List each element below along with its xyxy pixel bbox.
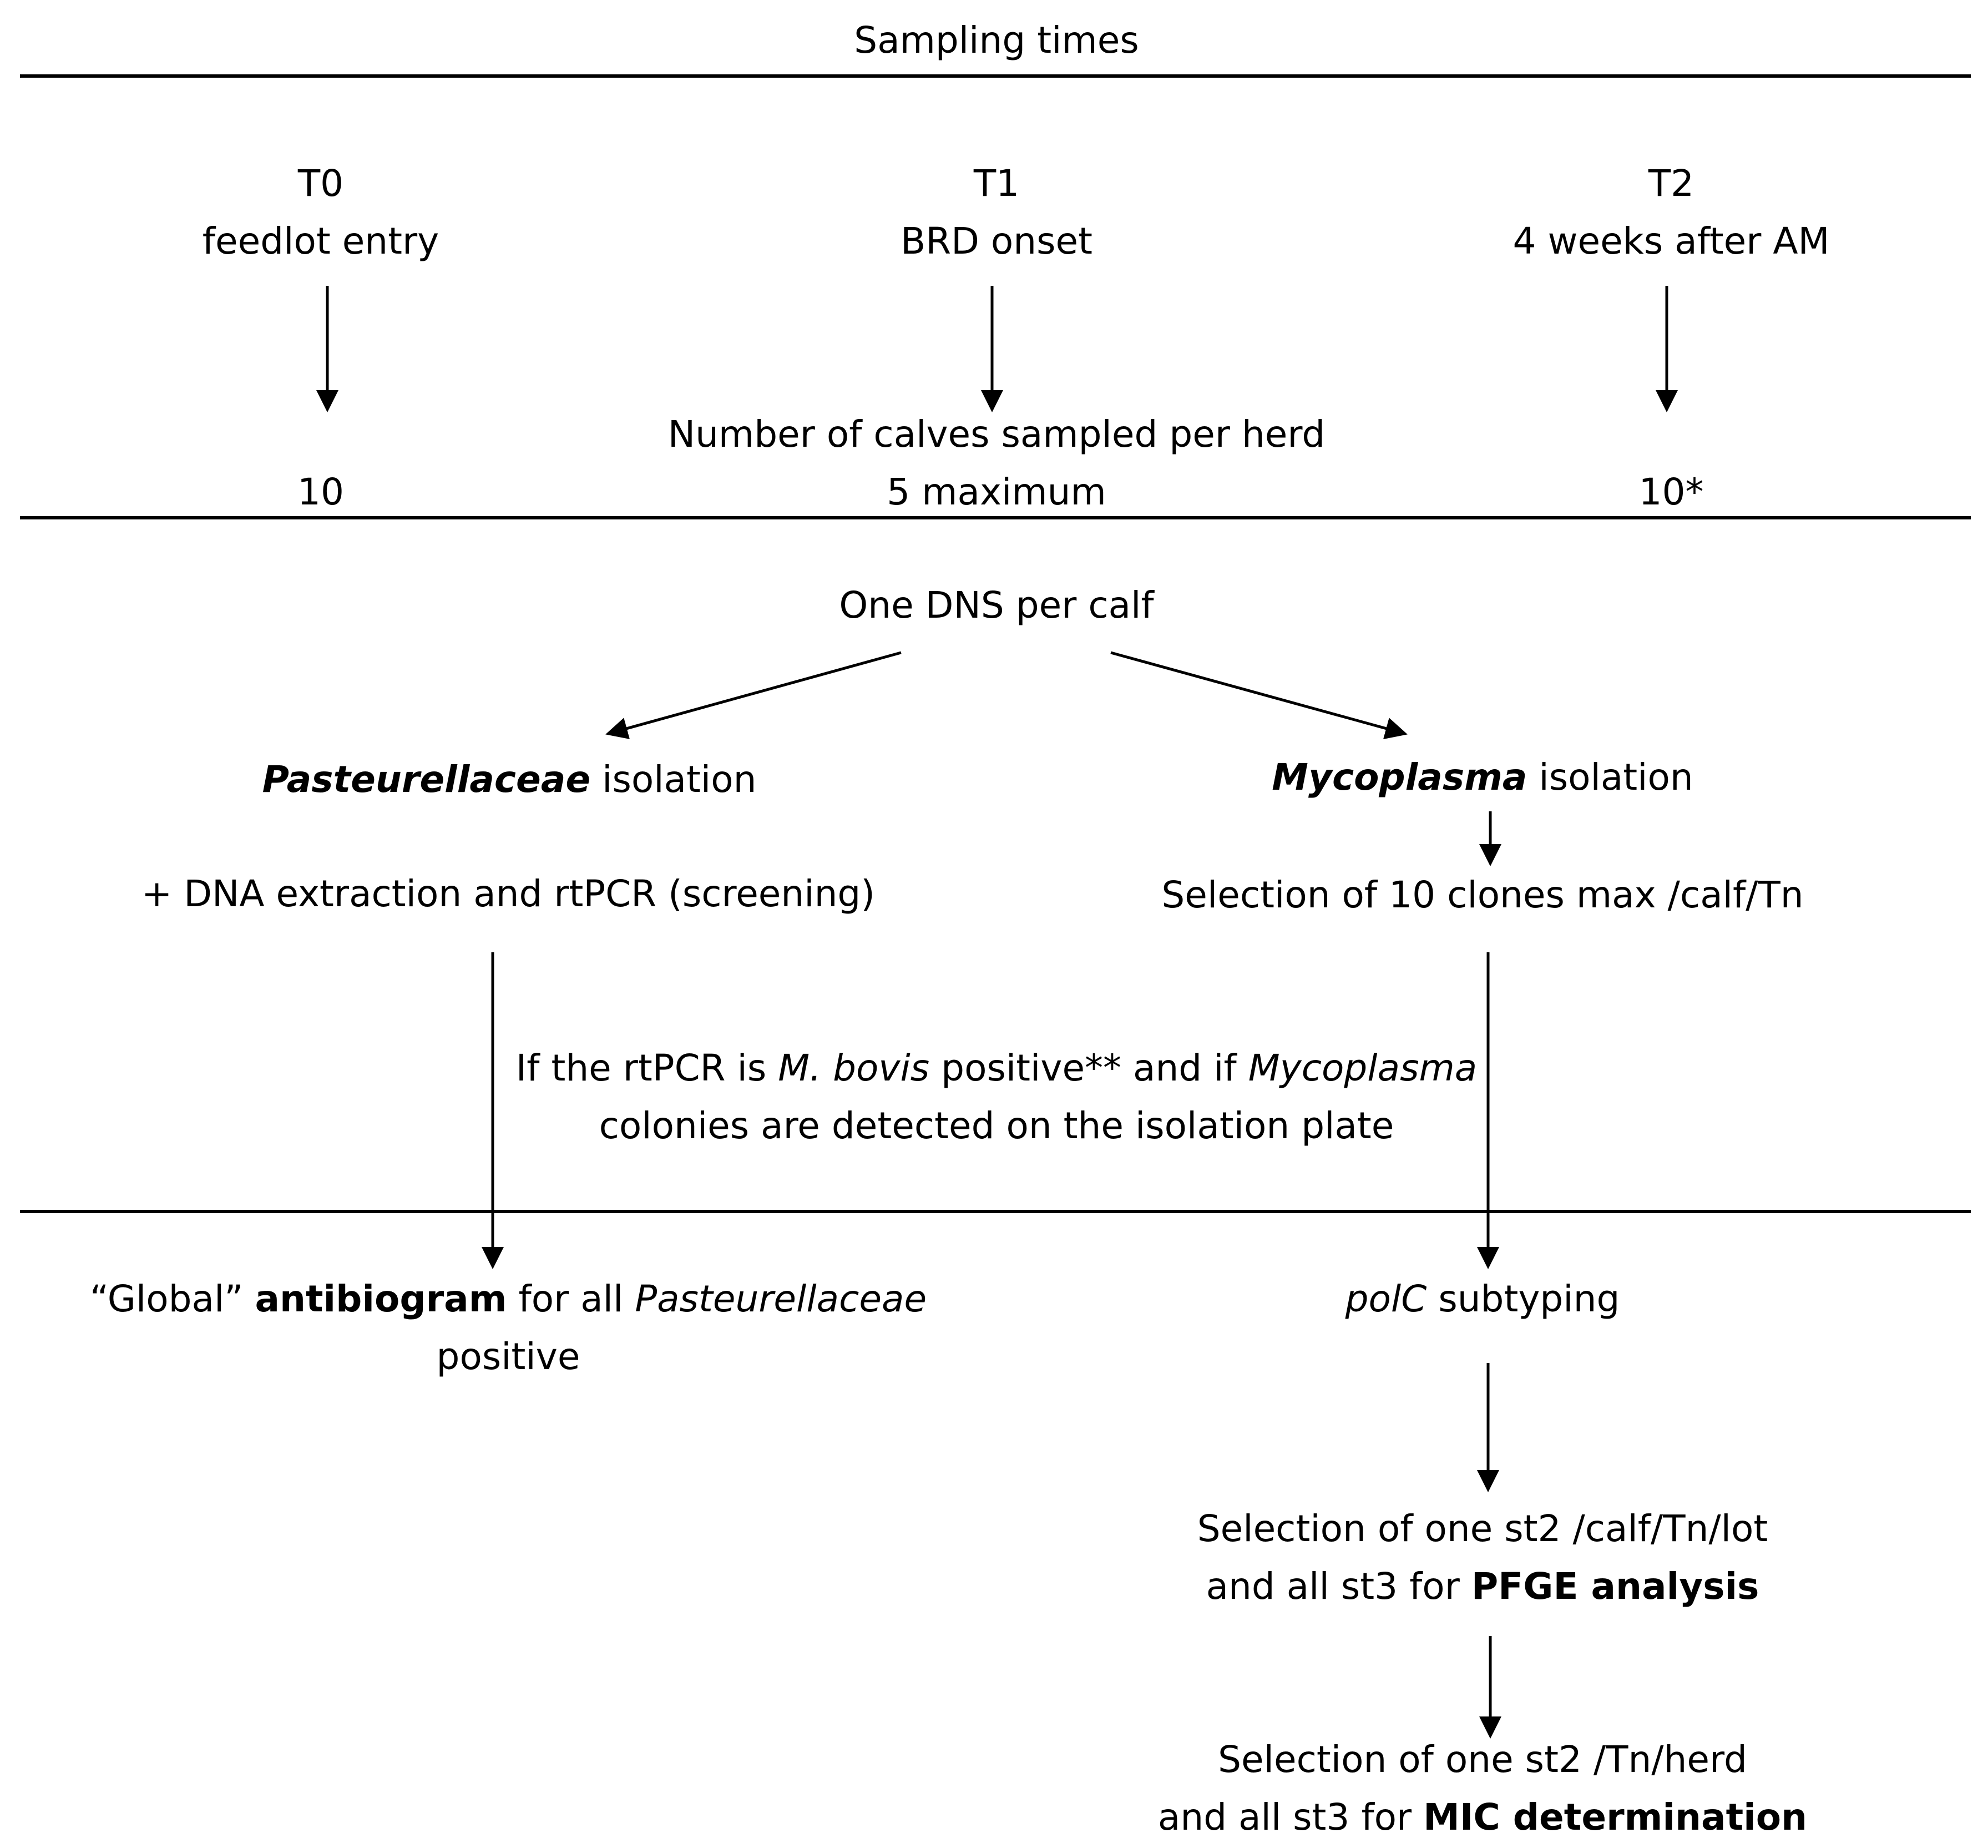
- m-bovis-taxon: M. bovis: [778, 1047, 930, 1089]
- time-code-t1: T1: [973, 162, 1020, 205]
- pfge-bold: PFGE analysis: [1471, 1565, 1759, 1608]
- pfge-line-2: and all st3 for PFGE analysis: [1206, 1568, 1759, 1605]
- antibiogram-bold: antibiogram: [255, 1278, 507, 1320]
- time-label-t0: feedlot entry: [202, 220, 439, 262]
- mic-line-1: Selection of one st2 /Tn/herd: [1218, 1738, 1747, 1781]
- mycoplasma-taxon: Mycoplasma: [1272, 756, 1527, 799]
- time-label-t2: 4 weeks after AM: [1513, 220, 1830, 262]
- condition-text-b: positive** and if: [941, 1047, 1237, 1089]
- mic-pre: and all st3 for: [1157, 1796, 1412, 1839]
- arrow-to-mycoplasma: [1110, 651, 1408, 739]
- divider-middle: [20, 516, 1971, 519]
- pasteurellaceae-isolation: Pasteurellaceae isolation: [262, 761, 757, 798]
- polc-subtyping: polC subtyping: [1345, 1281, 1620, 1317]
- time-code-t2: T2: [1648, 162, 1694, 205]
- global-quote: “Global”: [89, 1278, 244, 1320]
- subtyping-word: subtyping: [1438, 1278, 1620, 1320]
- mycoplasma-isolation: Mycoplasma isolation: [1272, 759, 1693, 796]
- mic-line-2: and all st3 for MIC determination: [1158, 1799, 1807, 1836]
- pfge-line-1: Selection of one st2 /calf/Tn/lot: [1197, 1507, 1768, 1550]
- condition-line-2: colonies are detected on the isolation p…: [599, 1104, 1394, 1147]
- calves-count-t0: 10: [297, 471, 344, 513]
- antibiogram-mid: for all: [518, 1278, 624, 1320]
- mic-bold: MIC determination: [1423, 1796, 1808, 1839]
- pasteurellaceae-taxon: Pasteurellaceae: [262, 758, 591, 801]
- calves-count-t1: 5 maximum: [887, 471, 1106, 513]
- pfge-pre: and all st3 for: [1206, 1565, 1460, 1608]
- mycoplasma-taxon-condition: Mycoplasma: [1248, 1047, 1478, 1089]
- condition-text-a: If the rtPCR is: [515, 1047, 767, 1089]
- clone-selection: Selection of 10 clones max /calf/Tn: [1161, 873, 1804, 916]
- divider-bottom: [20, 1210, 1971, 1213]
- isolation-word-left: isolation: [602, 758, 757, 801]
- divider-top: [20, 74, 1971, 78]
- pasteurellaceae-taxon-result: Pasteurellaceae: [635, 1278, 927, 1320]
- antibiogram-line-2: positive: [436, 1335, 580, 1378]
- time-code-t0: T0: [297, 162, 344, 205]
- antibiogram-line-1: “Global” antibiogram for all Pasteurella…: [90, 1281, 927, 1317]
- arrow-to-pasteurellaceae: [605, 651, 902, 739]
- sampling-times-title: Sampling times: [854, 19, 1139, 62]
- screening-step: + DNA extraction and rtPCR (screening): [141, 872, 876, 915]
- time-label-t1: BRD onset: [900, 220, 1093, 262]
- condition-line-1: If the rtPCR is M. bovis positive** and …: [516, 1050, 1477, 1087]
- calves-count-t2: 10*: [1638, 471, 1704, 513]
- sampling-label: One DNS per calf: [839, 584, 1154, 627]
- isolation-word-right: isolation: [1539, 756, 1693, 799]
- polc-gene: polC: [1345, 1278, 1427, 1320]
- calves-heading: Number of calves sampled per herd: [667, 413, 1326, 456]
